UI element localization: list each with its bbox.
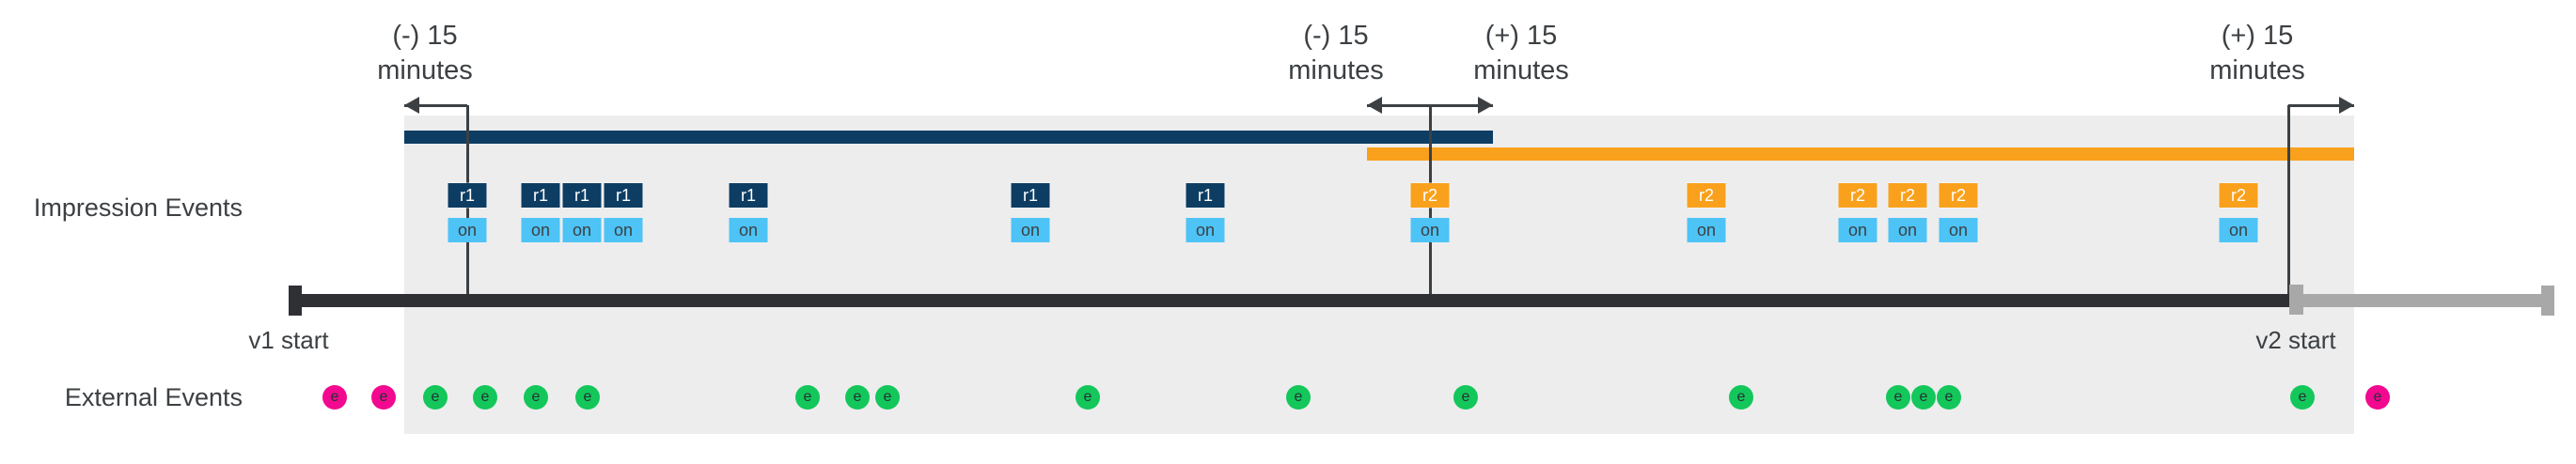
- offset-label-1-line1: (-) 15: [1303, 21, 1369, 51]
- plus15-right-arrow: [2288, 104, 2354, 107]
- v1-start-label: v1 start: [248, 326, 329, 354]
- minus15-plus15-double-arrow-left-arrowhead-icon: [1367, 97, 1382, 114]
- impression-event-on-badge: on: [1838, 218, 1877, 242]
- external-event-dot-green: e: [2290, 385, 2315, 410]
- impression-event-on-badge: on: [729, 218, 768, 242]
- minus15-plus15-double-arrow: [1367, 104, 1493, 107]
- impression-event-r1-box: r1: [1011, 183, 1050, 208]
- impression-event-on-badge: on: [1410, 218, 1450, 242]
- impression-event-r2-box: r2: [1687, 183, 1726, 208]
- experiment-window-panel: [404, 116, 2354, 434]
- impression-event-on-badge: on: [448, 218, 487, 242]
- impression-event-r1-box: r1: [521, 183, 560, 208]
- offset-label-1-line2: minutes: [1288, 55, 1384, 85]
- impression-events-row-label: Impression Events: [33, 193, 243, 222]
- impression-event-r2-box: r2: [1939, 183, 1978, 208]
- external-event-dot-pink: e: [371, 385, 396, 410]
- impression-event-on-badge: on: [1888, 218, 1927, 242]
- external-event-dot-green: e: [875, 385, 900, 410]
- v1-timeline-bar: [289, 294, 2289, 307]
- offset-label-0: (-) 15 minutes: [377, 19, 473, 88]
- external-event-dot-green: e: [1286, 385, 1311, 410]
- external-event-dot-pink: e: [322, 385, 347, 410]
- offset-label-3: (+) 15 minutes: [2209, 19, 2305, 88]
- minus15-left-arrow: [404, 104, 467, 107]
- minus15-left-arrow-left-arrowhead-icon: [404, 97, 419, 114]
- external-events-row-label: External Events: [64, 383, 243, 411]
- impression-event-on-badge: on: [1186, 218, 1225, 242]
- impression-event-on-badge: on: [1939, 218, 1978, 242]
- impression-event-on-badge: on: [2219, 218, 2258, 242]
- external-event-dot-green: e: [1911, 385, 1936, 410]
- impression-event-r1-box: r1: [1186, 183, 1225, 208]
- impression-event-r2-box: r2: [1838, 183, 1877, 208]
- external-event-dot-green: e: [575, 385, 600, 410]
- offset-label-1: (-) 15 minutes: [1288, 19, 1384, 88]
- impression-event-r2-box: r2: [1888, 183, 1927, 208]
- offset-label-2-line1: (+) 15: [1484, 21, 1558, 51]
- impression-event-r1-box: r1: [448, 183, 487, 208]
- external-event-dot-green: e: [1886, 385, 1910, 410]
- plus15-right-arrow-right-arrowhead-icon: [2339, 97, 2354, 114]
- external-event-dot-green: e: [1453, 385, 1478, 410]
- impression-event-on-badge: on: [1011, 218, 1050, 242]
- external-event-dot-green: e: [423, 385, 448, 410]
- impression-event-on-badge: on: [1687, 218, 1726, 242]
- impression-event-r2-box: r2: [2219, 183, 2258, 208]
- impression-event-r2-box: r2: [1410, 183, 1450, 208]
- impression-event-on-badge: on: [562, 218, 602, 242]
- external-event-dot-pink: e: [2365, 385, 2390, 410]
- impression-event-on-badge: on: [604, 218, 643, 242]
- timeline-end-tick: [2541, 286, 2554, 316]
- offset-label-2: (+) 15 minutes: [1473, 19, 1569, 88]
- v2-timeline-bar: [2303, 294, 2541, 307]
- external-event-dot-green: e: [1937, 385, 1961, 410]
- v2-window-bar: [1367, 147, 2354, 161]
- minus15-plus15-double-arrow-right-arrowhead-icon: [1478, 97, 1493, 114]
- offset-label-2-line2: minutes: [1473, 55, 1569, 85]
- offset-label-3-line1: (+) 15: [2221, 21, 2294, 51]
- impression-event-r1-box: r1: [729, 183, 768, 208]
- external-event-dot-green: e: [1076, 385, 1100, 410]
- impression-event-r1-box: r1: [604, 183, 643, 208]
- offset-label-0-line2: minutes: [377, 55, 473, 85]
- plus15-v2-guide-line: [2287, 105, 2290, 297]
- impression-event-r1-box: r1: [562, 183, 602, 208]
- v2-start-tick: [2289, 285, 2303, 315]
- offset-label-3-line2: minutes: [2209, 55, 2305, 85]
- external-event-dot-green: e: [795, 385, 820, 410]
- v2-start-label: v2 start: [2255, 326, 2336, 354]
- external-event-dot-green: e: [845, 385, 870, 410]
- external-event-dot-green: e: [473, 385, 497, 410]
- external-event-dot-green: e: [1729, 385, 1753, 410]
- impression-event-on-badge: on: [521, 218, 560, 242]
- external-event-dot-green: e: [524, 385, 548, 410]
- offset-label-0-line1: (-) 15: [392, 21, 458, 51]
- v1-start-tick: [289, 286, 302, 316]
- v1-window-bar: [404, 131, 1493, 144]
